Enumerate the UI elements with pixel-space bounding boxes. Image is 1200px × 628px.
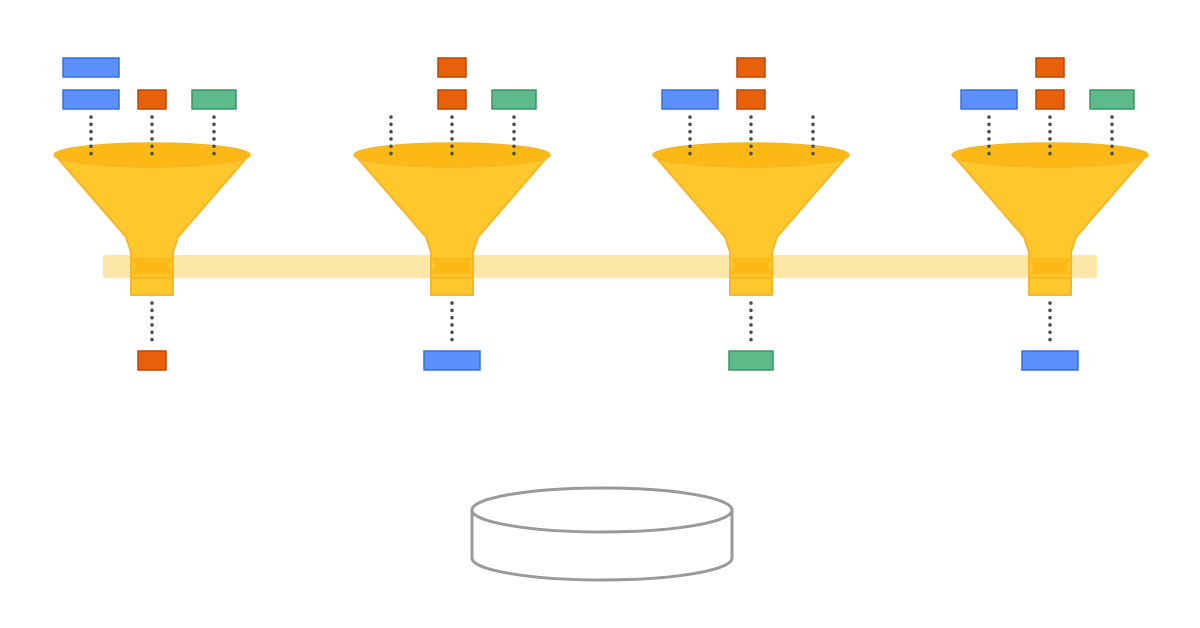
orange-data-block [1035,89,1065,110]
blue-data-block [62,57,120,78]
funnels-layer [53,57,1149,371]
funnel-stage [951,57,1149,371]
pipeline-bar [103,255,1097,278]
orange-data-block [137,350,167,371]
database-cylinder-icon [470,486,734,582]
orange-data-block [1035,57,1065,78]
funnel-neck [131,258,173,274]
funnel-icon [54,154,250,296]
blue-data-block [62,89,120,110]
funnel-neck [431,258,473,274]
green-data-block [191,89,237,110]
funnel-stage [353,57,551,371]
orange-data-block [736,57,766,78]
funnel-icon [952,154,1148,296]
funnel-icon [653,154,849,296]
orange-data-block [437,89,467,110]
green-data-block [491,89,537,110]
green-data-block [1089,89,1135,110]
blue-data-block [423,350,481,371]
orange-data-block [137,89,167,110]
database-top [470,486,734,534]
blue-data-block [1021,350,1079,371]
green-data-block [728,350,774,371]
funnel-neck [1029,258,1071,274]
orange-data-block [437,57,467,78]
blue-data-block [960,89,1018,110]
funnel-neck [730,258,772,274]
funnel-icon [354,154,550,296]
orange-data-block [736,89,766,110]
blue-data-block [661,89,719,110]
funnel-stage [53,57,251,371]
funnel-stage [652,57,850,371]
